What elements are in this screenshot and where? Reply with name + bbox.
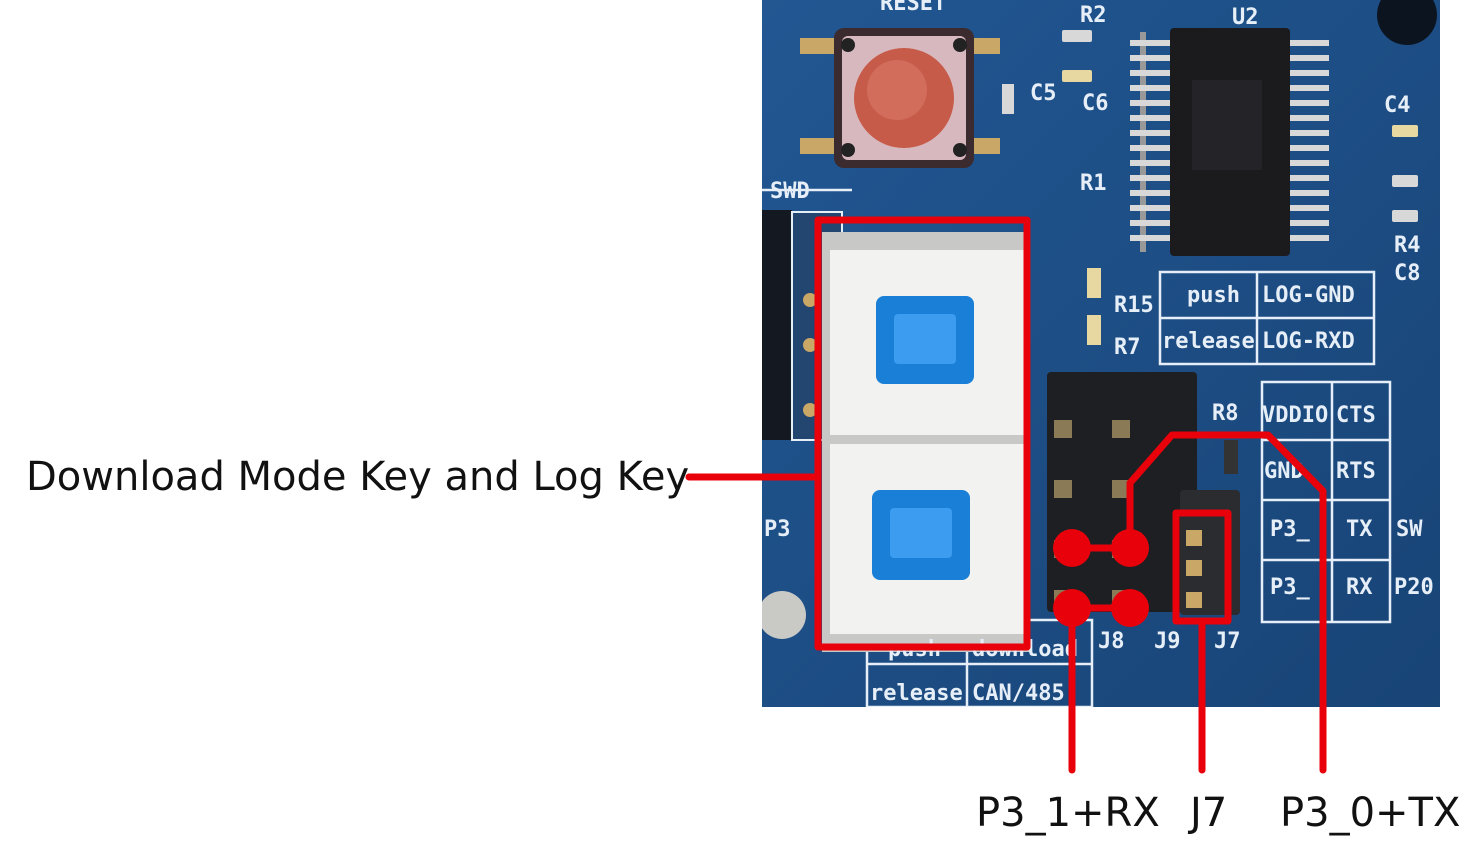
silk-reset: RESET	[880, 0, 946, 16]
silk-j9: J9	[1154, 629, 1181, 654]
silk-c5: C5	[1030, 81, 1057, 106]
rx-pin-dot-1	[1053, 589, 1091, 627]
silk-swd: SWD	[770, 179, 810, 204]
silk-c4: C4	[1384, 93, 1411, 118]
callout-download-log-key: Download Mode Key and Log Key	[26, 454, 690, 500]
silk-r15: R15	[1114, 293, 1154, 318]
silk-tx: TX	[1346, 517, 1373, 542]
silk-p3-0: P3_	[1270, 517, 1310, 542]
silk-cts: CTS	[1336, 403, 1376, 428]
tx-leader	[1126, 431, 1327, 774]
silk-push-1: push	[1187, 283, 1240, 308]
silk-r8: R8	[1212, 401, 1239, 426]
silk-vddio: VDDIO	[1262, 403, 1328, 428]
mounting-hole	[1377, 0, 1437, 45]
j7-highlight-box	[1172, 509, 1232, 625]
smd-components	[1002, 30, 1418, 474]
u2-chip	[1130, 28, 1329, 256]
silk-sw: SW	[1396, 517, 1423, 542]
silk-rts: RTS	[1336, 459, 1376, 484]
callout-j7: J7	[1190, 790, 1228, 836]
callout-p3-0-tx: P3_0+TX	[1280, 790, 1461, 836]
silk-j8: J8	[1098, 629, 1125, 654]
bottom-left-button	[762, 591, 806, 639]
silk-r7: R7	[1114, 335, 1141, 360]
pcb-illustration: R2 U2 C5 C6 R1 C4 SWD R4 C8 R15 R7 push …	[762, 0, 1440, 707]
silk-c8: C8	[1394, 261, 1421, 286]
keys-highlight-box	[814, 216, 1031, 651]
silk-release-2: release	[870, 681, 963, 706]
silk-can485: CAN/485	[972, 681, 1065, 706]
silk-r4: R4	[1394, 233, 1421, 258]
silk-r1: R1	[1080, 171, 1107, 196]
silk-j7: J7	[1214, 629, 1241, 654]
silk-log-gnd: LOG-GND	[1262, 283, 1355, 308]
silk-r2: R2	[1080, 3, 1107, 28]
tx-pin-dot-1	[1053, 529, 1091, 567]
silk-rx: RX	[1346, 575, 1373, 600]
silk-release-1: release	[1162, 329, 1255, 354]
silk-log-rxd: LOG-RXD	[1262, 329, 1355, 354]
silk-c6: C6	[1082, 91, 1109, 116]
pcb-photo: R2 U2 C5 C6 R1 C4 SWD R4 C8 R15 R7 push …	[762, 0, 1440, 707]
tx-pin-dot-2	[1111, 529, 1149, 567]
silk-u2: U2	[1232, 5, 1259, 30]
callout-p3-1-rx: P3_1+RX	[976, 790, 1160, 836]
silk-p20: P20	[1394, 575, 1434, 600]
rx-pin-dot-2	[1111, 589, 1149, 627]
download-and-log-keys	[822, 232, 1030, 652]
silk-p3-1: P3_	[1270, 575, 1310, 600]
reset-button	[800, 28, 1000, 168]
silk-p3: P3	[764, 517, 791, 542]
